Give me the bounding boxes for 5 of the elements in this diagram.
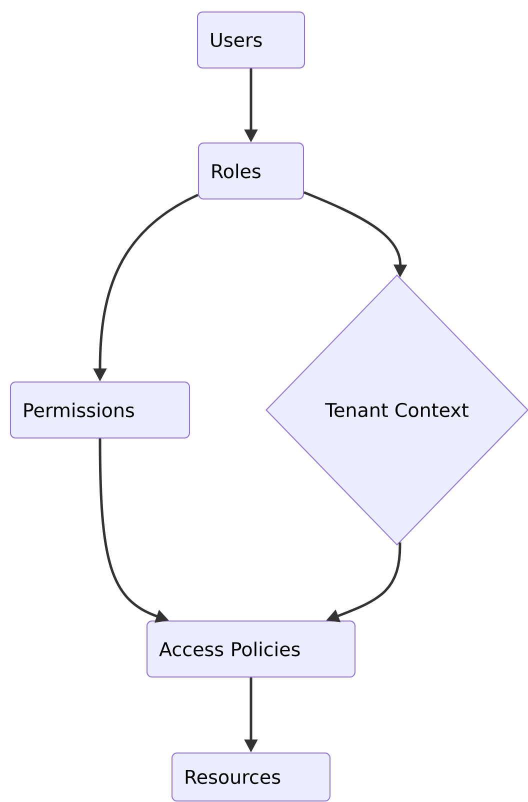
process-box: Permissions [10, 382, 190, 438]
process-box: Users [197, 12, 305, 68]
process-box: Roles [198, 142, 304, 200]
process-box: Access Policies [146, 620, 356, 678]
process-box: Resources [172, 752, 330, 802]
